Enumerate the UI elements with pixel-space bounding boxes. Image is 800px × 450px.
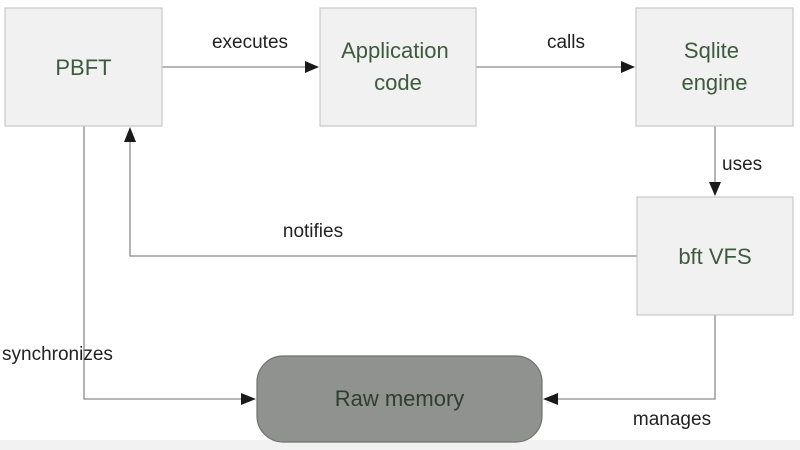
edge-synchronizes-line [83, 126, 241, 400]
edge-uses: uses [709, 126, 762, 196]
edge-uses-arrowhead [709, 182, 721, 196]
node-sqlite-engine-line-1: Sqlite [684, 38, 739, 63]
edge-calls-label: calls [547, 32, 585, 53]
bottom-strip [0, 440, 800, 450]
node-pbft-label: PBFT [55, 55, 111, 80]
node-bft-vfs-box [636, 196, 794, 316]
node-raw-memory-box [256, 355, 543, 443]
edge-notifies-label: notifies [283, 221, 343, 242]
edge-calls-arrowhead [621, 61, 635, 73]
node-sqlite-engine-line-2: engine [681, 70, 747, 95]
node-pbft: PBFT [4, 7, 163, 127]
edge-executes-arrowhead [305, 61, 319, 73]
node-pbft-box [4, 7, 163, 127]
node-sqlite-engine-box [635, 7, 794, 127]
edge-notifies-arrowhead [124, 127, 136, 142]
edge-synchronizes-arrowhead [241, 393, 256, 405]
edge-notifies: notifies [124, 127, 637, 257]
edge-calls: calls [476, 32, 635, 73]
node-application-code-line-2: code [374, 70, 422, 95]
node-raw-memory-label: Raw memory [335, 386, 465, 411]
edge-manages-line [558, 315, 716, 400]
edge-manages-label: manages [633, 409, 711, 430]
edge-notifies-line [129, 142, 637, 257]
node-sqlite-engine-label: Sqlite engine [681, 38, 747, 95]
edge-uses-label: uses [722, 154, 762, 175]
node-application-code-label: Application code [341, 38, 455, 95]
edge-manages: manages [543, 315, 716, 430]
edge-executes: executes [162, 32, 319, 73]
edge-executes-label: executes [212, 32, 288, 53]
node-application-code: Application code [319, 7, 477, 127]
node-application-code-box [319, 7, 477, 127]
edge-synchronizes: synchronizes [2, 126, 256, 405]
edge-manages-arrowhead [543, 393, 558, 405]
edge-synchronizes-label: synchronizes [2, 344, 113, 365]
node-sqlite-engine: Sqlite engine [635, 7, 794, 127]
node-raw-memory: Raw memory [256, 355, 543, 443]
node-bft-vfs-label: bft VFS [678, 244, 751, 269]
node-bft-vfs: bft VFS [636, 196, 794, 316]
node-application-code-line-1: Application [341, 38, 449, 63]
